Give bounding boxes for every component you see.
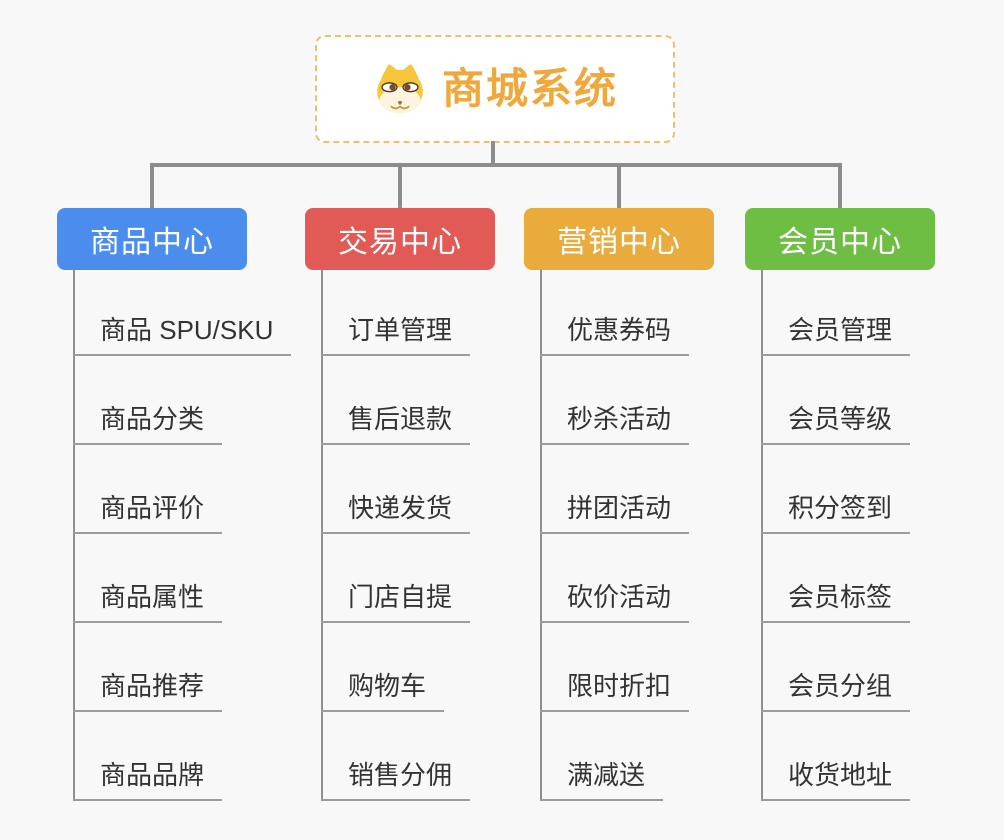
branch-header[interactable]: 商品中心 xyxy=(57,208,247,270)
branch-header[interactable]: 交易中心 xyxy=(305,208,495,270)
mindmap-node-label: 优惠券码 xyxy=(540,315,690,356)
mindmap-node[interactable]: 商品 SPU/SKU xyxy=(73,308,292,356)
branch-header[interactable]: 营销中心 xyxy=(524,208,714,270)
mindmap-node[interactable]: 商品推荐 xyxy=(73,664,223,712)
branch-label: 交易中心 xyxy=(338,226,462,259)
mindmap-node-label: 商品评价 xyxy=(73,493,223,534)
mindmap-node-label: 砍价活动 xyxy=(540,582,690,623)
mindmap-node[interactable]: 限时折扣 xyxy=(540,664,690,712)
mindmap-node-label: 销售分佣 xyxy=(321,760,471,801)
mindmap-node-label: 快递发货 xyxy=(321,493,471,534)
mindmap-node-label: 秒杀活动 xyxy=(540,404,690,445)
mindmap-node-label: 积分签到 xyxy=(761,493,911,534)
mindmap-node[interactable]: 收货地址 xyxy=(761,753,911,801)
branch-spine-line xyxy=(540,270,542,801)
mindmap-node-label: 会员管理 xyxy=(761,315,911,356)
mindmap-node[interactable]: 销售分佣 xyxy=(321,753,471,801)
mindmap-node[interactable]: 会员等级 xyxy=(761,397,911,445)
mindmap-node-label: 拼团活动 xyxy=(540,493,690,534)
mindmap-node-label: 会员分组 xyxy=(761,671,911,712)
mindmap-node-label: 售后退款 xyxy=(321,404,471,445)
mindmap-node-label: 订单管理 xyxy=(321,315,471,356)
shiba-dog-icon xyxy=(372,63,428,115)
mindmap-node[interactable]: 商品品牌 xyxy=(73,753,223,801)
mindmap-node-label: 商品品牌 xyxy=(73,760,223,801)
mindmap-node-label: 购物车 xyxy=(321,671,445,712)
root-title: 商城系统 xyxy=(441,65,618,112)
branch-spine-line xyxy=(321,270,323,801)
branch-drop-connector xyxy=(398,165,402,210)
mindmap-node[interactable]: 秒杀活动 xyxy=(540,397,690,445)
mindmap-node-label: 商品推荐 xyxy=(73,671,223,712)
mindmap-node[interactable]: 商品分类 xyxy=(73,397,223,445)
branch-label: 会员中心 xyxy=(778,226,902,259)
branch-drop-connector xyxy=(150,165,154,210)
mindmap-node[interactable]: 购物车 xyxy=(321,664,445,712)
branch-label: 营销中心 xyxy=(557,226,681,259)
mindmap-node-label: 商品属性 xyxy=(73,582,223,623)
mindmap-node-label: 商品分类 xyxy=(73,404,223,445)
branch-drop-connector xyxy=(838,165,842,210)
branch-header[interactable]: 会员中心 xyxy=(745,208,935,270)
mindmap-node-label: 会员标签 xyxy=(761,582,911,623)
mindmap-node-label: 满减送 xyxy=(540,760,664,801)
mindmap-node-label: 商品 SPU/SKU xyxy=(73,315,292,356)
mindmap-node-label: 限时折扣 xyxy=(540,671,690,712)
root-stem-connector xyxy=(491,141,495,167)
mindmap-node[interactable]: 积分签到 xyxy=(761,486,911,534)
mindmap-node[interactable]: 门店自提 xyxy=(321,575,471,623)
mindmap-node-label: 收货地址 xyxy=(761,760,911,801)
mindmap-node[interactable]: 快递发货 xyxy=(321,486,471,534)
mindmap-node[interactable]: 会员管理 xyxy=(761,308,911,356)
branch-label: 商品中心 xyxy=(90,226,214,259)
branch-spine-line xyxy=(761,270,763,801)
horizontal-connector xyxy=(150,163,842,167)
mindmap-node-label: 会员等级 xyxy=(761,404,911,445)
mindmap-node[interactable]: 售后退款 xyxy=(321,397,471,445)
mindmap-node[interactable]: 拼团活动 xyxy=(540,486,690,534)
root-node[interactable]: 商城系统 xyxy=(315,35,675,143)
branch-spine-line xyxy=(73,270,75,801)
branch-drop-connector xyxy=(617,165,621,210)
mindmap-node[interactable]: 优惠券码 xyxy=(540,308,690,356)
mindmap-node[interactable]: 满减送 xyxy=(540,753,664,801)
mindmap-node[interactable]: 商品属性 xyxy=(73,575,223,623)
mindmap-node[interactable]: 商品评价 xyxy=(73,486,223,534)
mindmap-node[interactable]: 订单管理 xyxy=(321,308,471,356)
mindmap-node[interactable]: 会员标签 xyxy=(761,575,911,623)
mindmap-node-label: 门店自提 xyxy=(321,582,471,623)
mindmap-node[interactable]: 会员分组 xyxy=(761,664,911,712)
mindmap-node[interactable]: 砍价活动 xyxy=(540,575,690,623)
